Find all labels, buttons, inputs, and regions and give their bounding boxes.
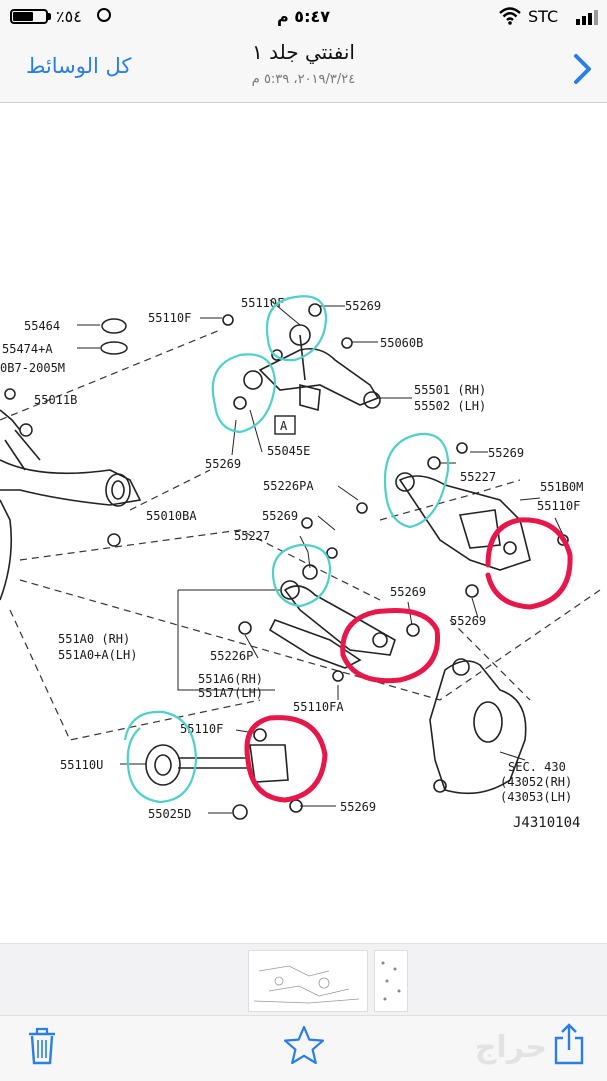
label-55110f-a: 55110F xyxy=(148,311,191,325)
lower-arm-rear-drawing xyxy=(356,442,569,598)
label-55110u: 55110U xyxy=(60,758,103,772)
label-2005m: 0B7-2005M xyxy=(0,361,65,375)
label-551a6: 551A6(RH) xyxy=(198,672,263,686)
knuckle-drawing xyxy=(429,658,527,795)
label-55269-b: 55269 xyxy=(205,457,241,471)
label-55025d: 55025D xyxy=(148,807,191,821)
label-55502: 55502 (LH) xyxy=(414,399,486,413)
battery-percent: ٪٥٤ xyxy=(56,7,82,26)
photo-date: ٢٠١٩/٣/٢٤، ٥:٣٩ م xyxy=(251,72,356,87)
label-55227-b: 55227 xyxy=(234,529,270,543)
subframe-drawing xyxy=(0,409,142,601)
all-media-button[interactable]: كل الوسائط xyxy=(26,54,132,78)
label-55110f-c: 55110F xyxy=(537,499,580,513)
photo-title: انفنتي جلد ١ xyxy=(252,40,355,64)
label-55226p: 55226P xyxy=(210,649,253,663)
label-551a0a: 551A0+A(LH) xyxy=(58,648,137,662)
label-55269-e: 55269 xyxy=(390,585,426,599)
label-55110fa: 55110FA xyxy=(293,700,344,714)
label-55269-f: 55269 xyxy=(450,614,486,628)
label-551a0: 551A0 (RH) xyxy=(58,632,130,646)
label-55269-g: 55269 xyxy=(340,800,376,814)
parts-diagram: 55464 55474+A 0B7-2005M 55011B 55010BA 5… xyxy=(0,295,601,831)
marker-a-box xyxy=(274,415,296,435)
label-43052: (43052(RH) xyxy=(500,775,572,789)
alarm-icon xyxy=(97,8,111,22)
label-sec430: SEC. 430 xyxy=(508,760,566,774)
upper-arm-drawing xyxy=(222,303,381,412)
lower-arm-front-drawing xyxy=(238,517,420,682)
battery-tip-icon xyxy=(48,13,51,20)
status-time: ٥:٤٧ م xyxy=(277,7,330,26)
trash-icon[interactable] xyxy=(26,1026,58,1070)
label-43053: (43053(LH) xyxy=(500,790,572,804)
label-55045e: 55045E xyxy=(267,444,310,458)
mount-bushings xyxy=(4,318,128,547)
label-55269-d: 55269 xyxy=(262,509,298,523)
label-55464: 55464 xyxy=(24,319,60,333)
dashed-guide-lines xyxy=(0,329,601,741)
label-55269-c: 55269 xyxy=(488,446,524,460)
thumbnail-current[interactable] xyxy=(248,950,368,1012)
navigation-bar: كل الوسائط انفنتي جلد ١ ٢٠١٩/٣/٢٤، ٥:٣٩ … xyxy=(0,34,607,103)
signal-icon xyxy=(575,9,599,29)
thumbnail-next[interactable] xyxy=(374,950,408,1012)
label-55011b: 55011B xyxy=(34,393,77,407)
chevron-right-icon[interactable] xyxy=(570,52,594,90)
label-55226pa: 55226PA xyxy=(263,479,314,493)
label-55501: 55501 (RH) xyxy=(414,383,486,397)
label-55474a: 55474+A xyxy=(2,342,53,356)
teal-circle-marks xyxy=(123,295,450,804)
label-551b0m: 551B0M xyxy=(540,480,583,494)
label-551a7: 551A7(LH) xyxy=(198,686,263,700)
thumbnail-strip xyxy=(0,943,607,1016)
label-55010ba: 55010BA xyxy=(146,509,197,523)
status-bar: ٪٥٤ ٥:٤٧ م STC xyxy=(0,0,607,34)
share-icon[interactable] xyxy=(552,1022,586,1070)
label-55269-a: 55269 xyxy=(345,299,381,313)
battery-icon xyxy=(10,9,48,24)
label-a: A xyxy=(280,419,288,433)
label-55060b: 55060B xyxy=(380,336,423,350)
photo-view[interactable]: 55464 55474+A 0B7-2005M 55011B 55010BA 5… xyxy=(0,103,607,943)
label-j4310104: J4310104 xyxy=(513,815,580,831)
wifi-icon xyxy=(498,6,522,31)
toe-link-drawing xyxy=(145,728,303,820)
star-icon[interactable] xyxy=(282,1024,326,1070)
red-circle-marks xyxy=(244,517,573,803)
label-55227-a: 55227 xyxy=(460,470,496,484)
label-55110f-d: 55110F xyxy=(180,722,223,736)
carrier-name: STC xyxy=(528,7,559,26)
watermark-text: حراج xyxy=(474,1030,547,1065)
bottom-toolbar: حراج xyxy=(0,1015,607,1081)
